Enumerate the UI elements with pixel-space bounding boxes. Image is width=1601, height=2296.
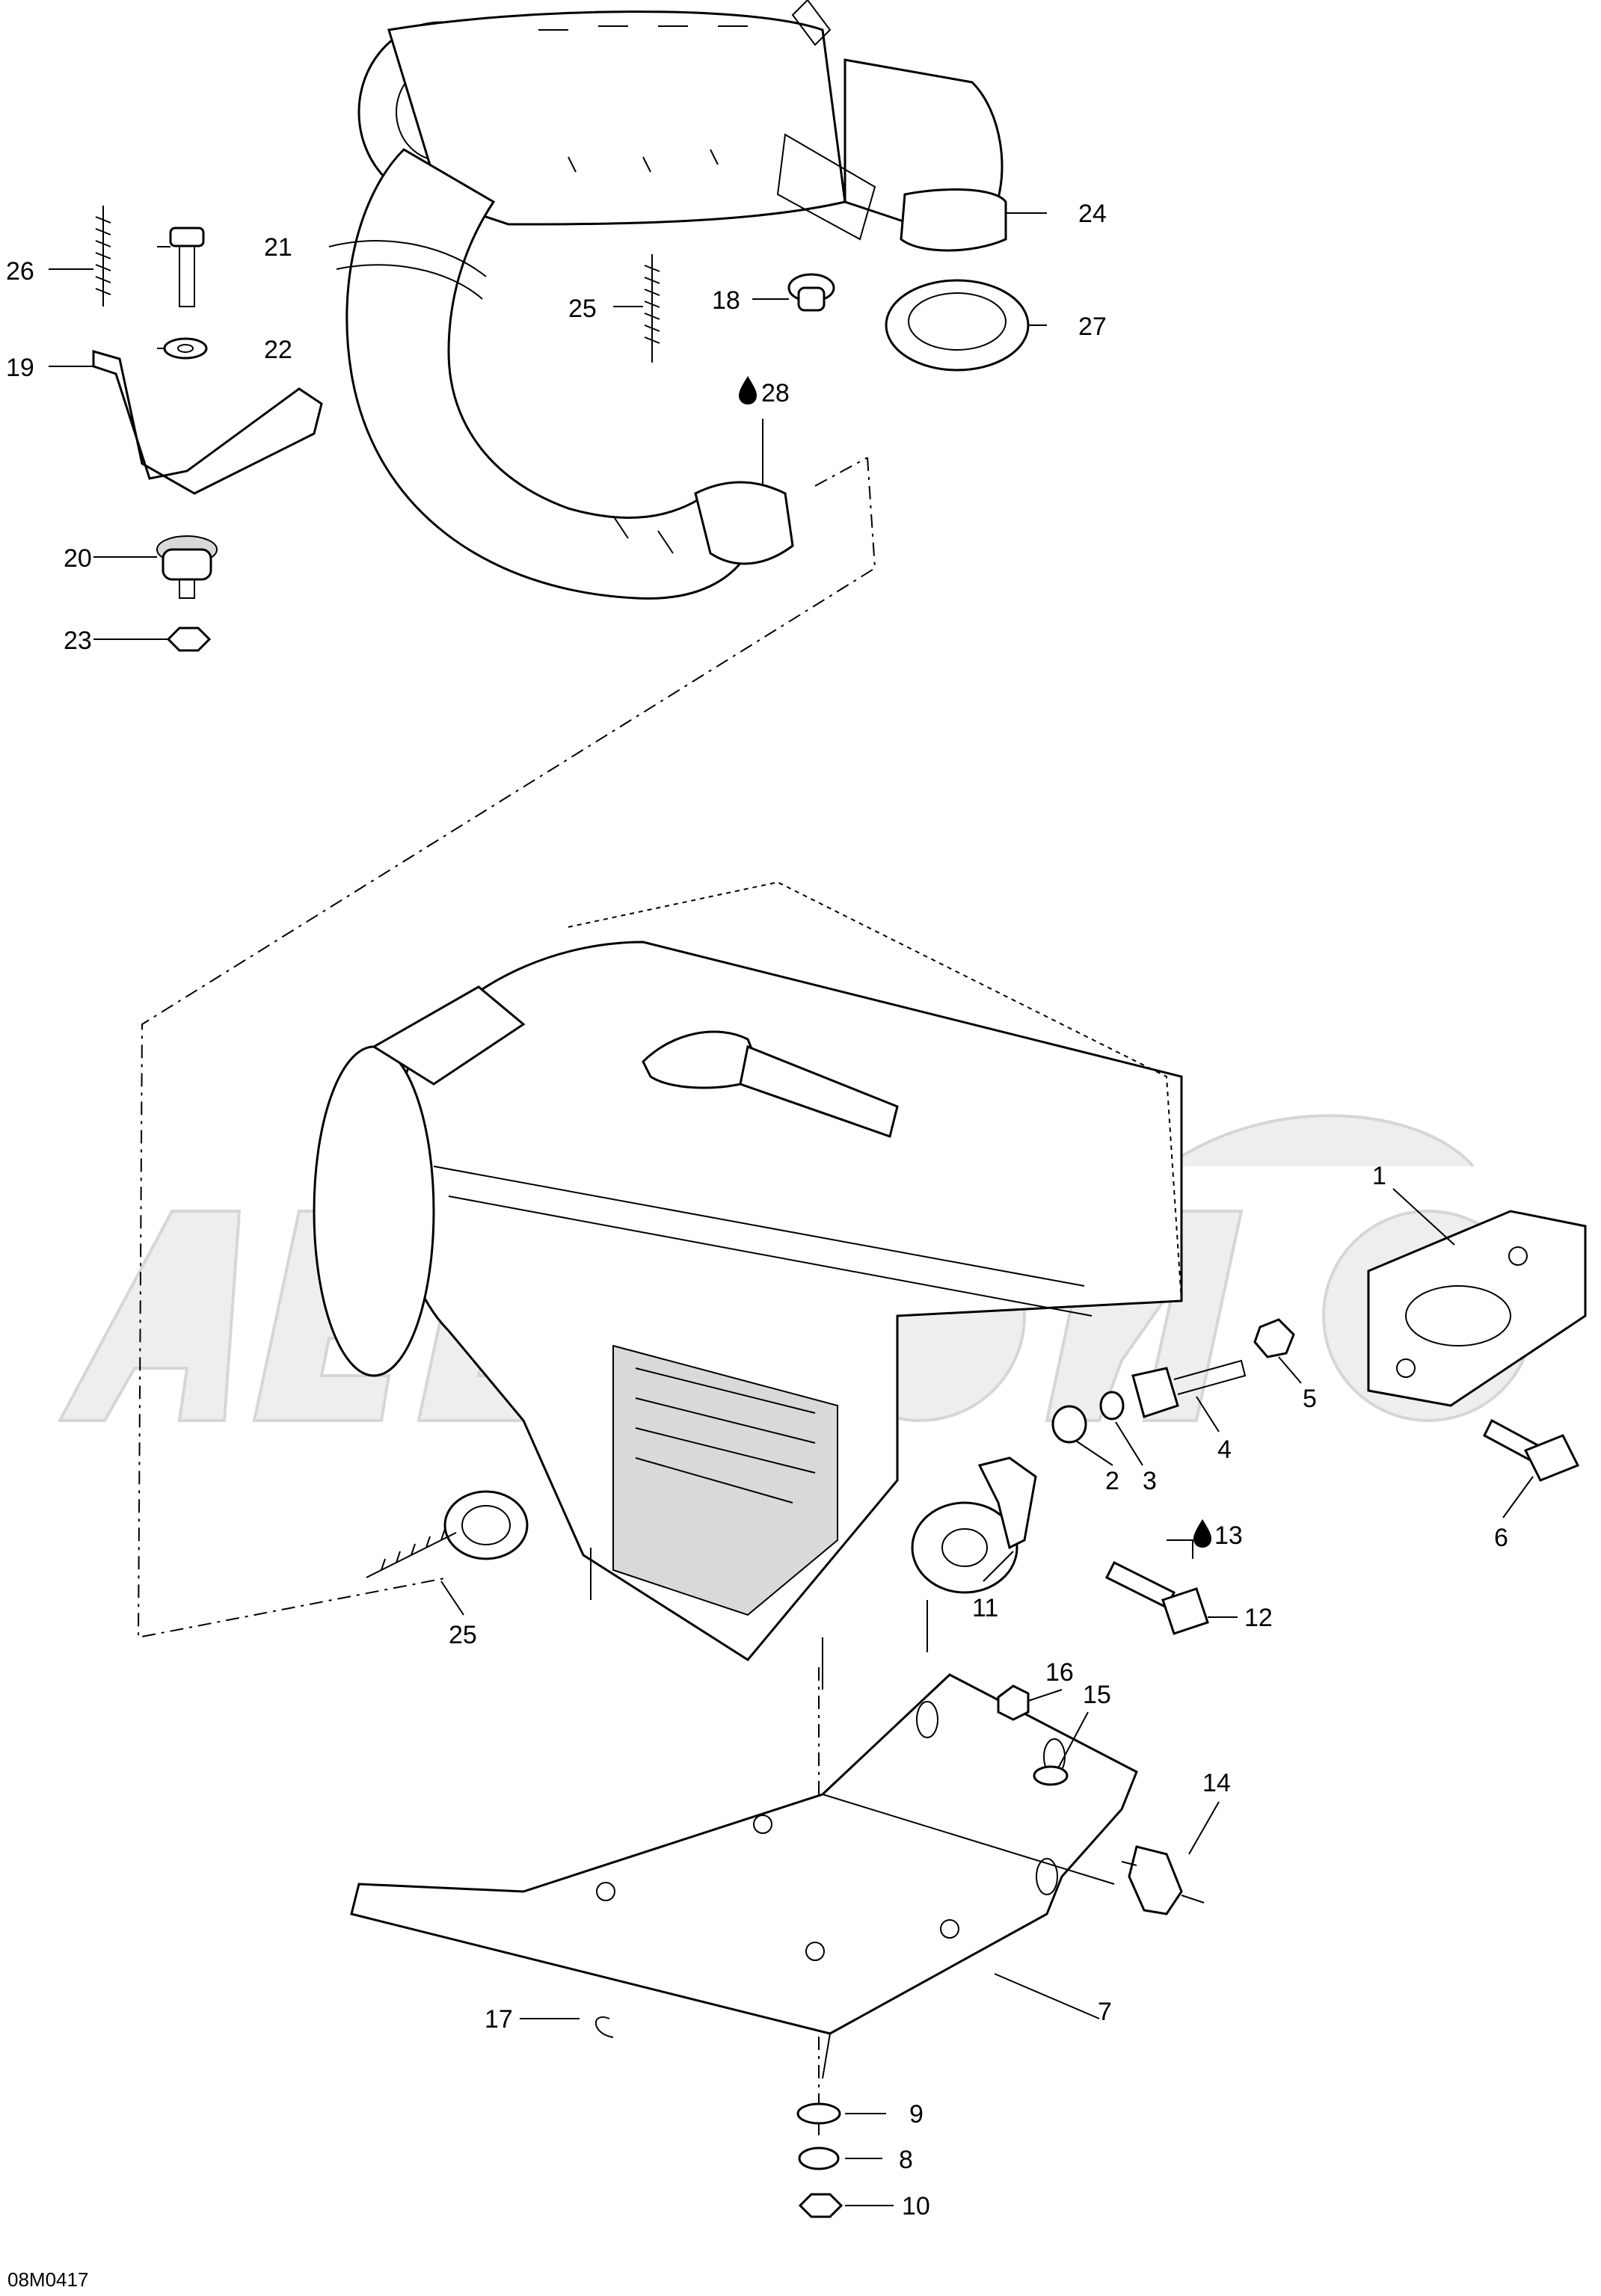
washer-icon — [1099, 1391, 1125, 1421]
bolt-icon — [1104, 1560, 1176, 1610]
bracket-icon — [977, 1456, 1037, 1550]
callout-27: 27 — [1078, 313, 1107, 341]
callout-16: 16 — [1045, 1658, 1074, 1687]
nut-icon — [798, 2193, 843, 2218]
bracket-icon — [92, 350, 323, 495]
diagram-code: 08M0417 — [7, 2268, 88, 2291]
spring-icon — [366, 1528, 457, 1578]
spacer-icon — [1131, 1367, 1179, 1418]
leader-lines — [49, 212, 1534, 2206]
engine-mount-plate — [1367, 1210, 1587, 1407]
hardware-parts — [92, 206, 1580, 2218]
callout-15: 15 — [1083, 1681, 1111, 1709]
engine-assembly — [313, 881, 1183, 1690]
clip-icon — [594, 2016, 614, 2038]
callout-9: 9 — [909, 2100, 924, 2129]
callout-28: 28 — [761, 379, 790, 407]
callout-21: 21 — [264, 233, 292, 262]
callout-8: 8 — [899, 2146, 913, 2174]
callout-17: 17 — [485, 2005, 513, 2034]
spring-icon — [644, 254, 660, 363]
callout-11: 11 — [972, 1594, 998, 1622]
bolt-icon — [169, 227, 205, 247]
grommet-icon — [1051, 1405, 1087, 1444]
nut-icon — [1253, 1318, 1295, 1358]
droplet-icon — [1193, 1519, 1211, 1548]
exhaust-pipe — [328, 148, 794, 600]
callout-4: 4 — [1217, 1435, 1232, 1464]
stud-icon — [1128, 1845, 1183, 1915]
spring-icon — [95, 206, 111, 307]
washer-icon — [796, 2102, 841, 2125]
callout-13: 13 — [1214, 1521, 1243, 1550]
washer-icon — [798, 2146, 840, 2170]
callout-19: 19 — [6, 354, 34, 382]
callout-25-bottom: 25 — [449, 1621, 477, 1649]
callout-5: 5 — [1303, 1385, 1317, 1413]
nut-icon — [997, 1684, 1030, 1721]
callout-1: 1 — [1372, 1162, 1386, 1190]
callout-10: 10 — [902, 2192, 930, 2220]
callout-labels: 1 2 3 4 5 6 7 8 9 10 11 12 13 14 15 16 1… — [6, 200, 1508, 2220]
callout-22: 22 — [264, 336, 292, 364]
callout-23: 23 — [64, 627, 92, 655]
callout-7: 7 — [1098, 1998, 1112, 2026]
callout-2: 2 — [1105, 1467, 1119, 1495]
callout-14: 14 — [1202, 1769, 1231, 1797]
washer-icon — [163, 337, 208, 360]
callout-20: 20 — [64, 544, 92, 573]
skid-plate — [350, 1673, 1138, 2079]
nut-icon — [166, 627, 212, 652]
callout-18: 18 — [712, 286, 740, 315]
callout-25-top: 25 — [568, 295, 597, 323]
sealant-markers — [739, 376, 1211, 1548]
callout-3: 3 — [1143, 1467, 1157, 1495]
droplet-icon — [739, 376, 757, 404]
callout-24: 24 — [1078, 200, 1107, 228]
washer-icon — [1033, 1765, 1069, 1786]
callout-26: 26 — [6, 257, 34, 286]
callout-6: 6 — [1494, 1524, 1508, 1552]
callout-12: 12 — [1244, 1604, 1273, 1632]
